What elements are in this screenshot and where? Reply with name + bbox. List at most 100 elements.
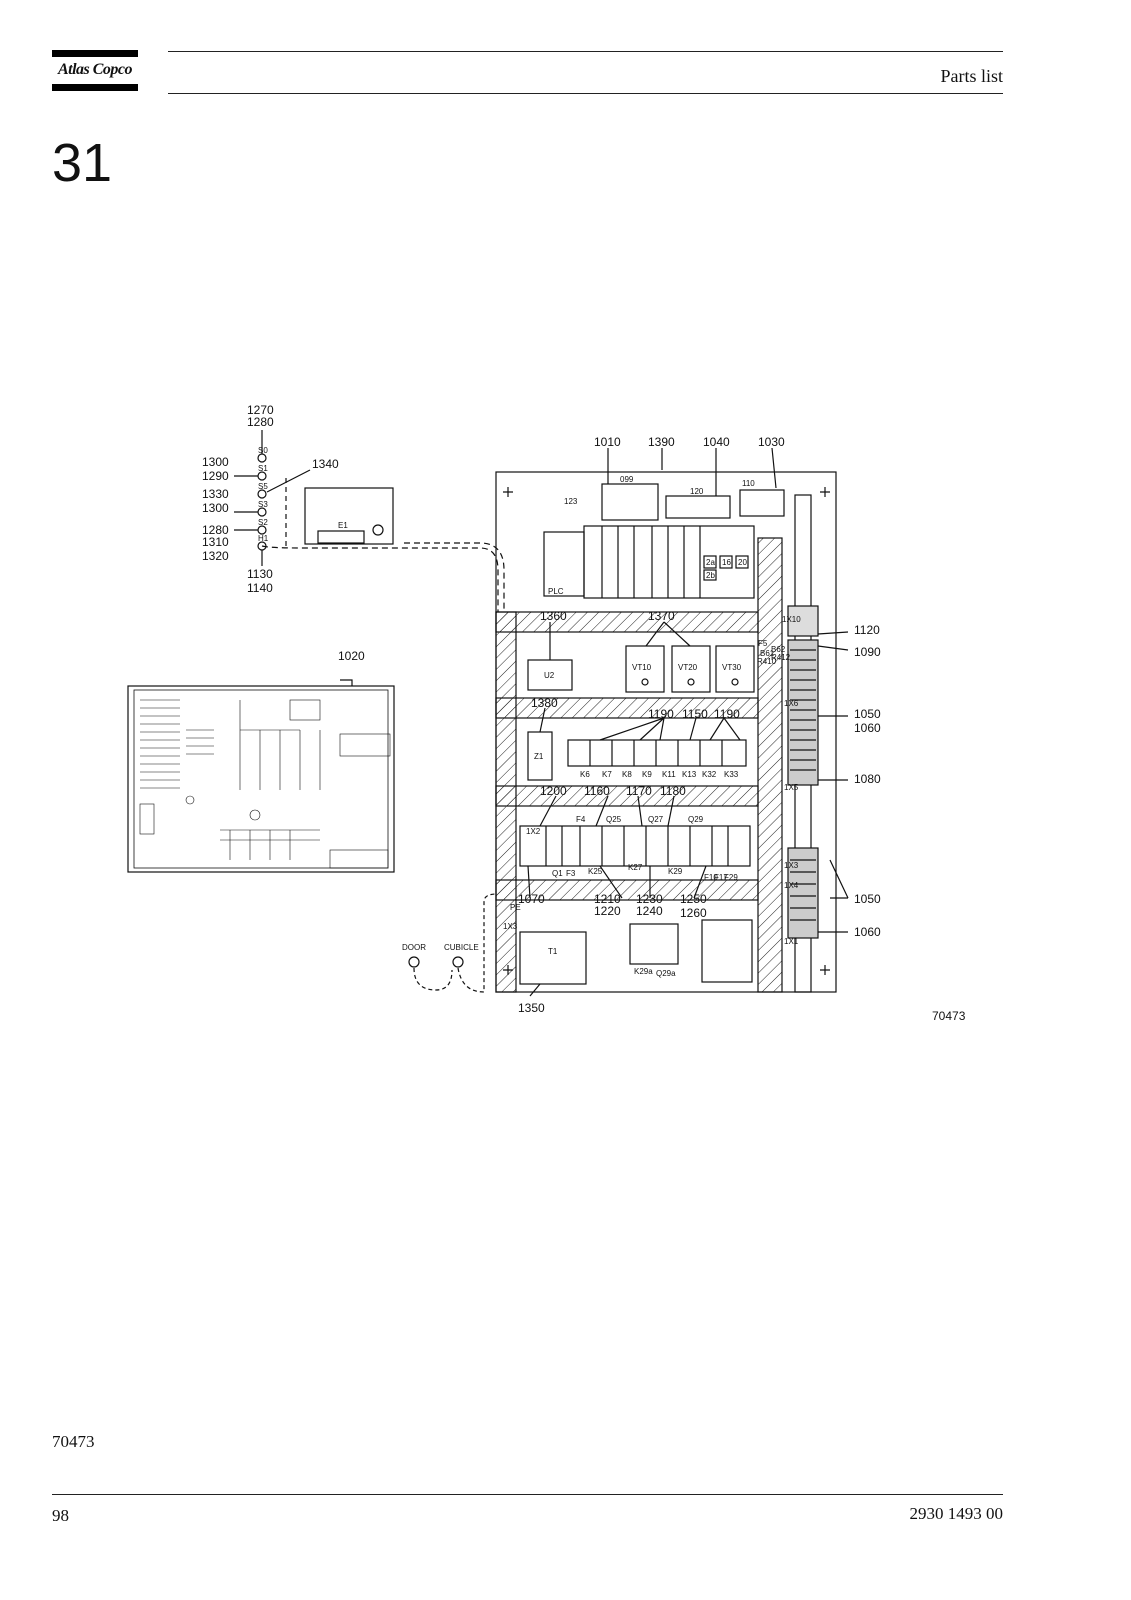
callout-1050: 1050 <box>854 707 881 721</box>
footer-drawing-ref: 70473 <box>52 1432 95 1451</box>
callout-1190-b: 1190 <box>714 707 740 721</box>
label-k32: K32 <box>702 770 717 779</box>
callout-1310: 1310 <box>202 535 229 549</box>
module-vt30 <box>715 645 755 693</box>
box-1260 <box>701 919 753 983</box>
callout-1120: 1120 <box>854 623 880 637</box>
label-cubicle: CUBICLE <box>444 943 479 952</box>
label-k29: K29 <box>668 867 683 876</box>
cable-duct-right <box>757 537 783 993</box>
callout-1210: 1210 <box>594 892 621 906</box>
door-lamp-housing <box>304 487 394 545</box>
callout-1250: 1250 <box>680 892 707 906</box>
label-f4: F4 <box>576 815 586 824</box>
callout-1230: 1230 <box>636 892 663 906</box>
label-s5: S5 <box>258 482 268 491</box>
callout-1130: 1130 <box>247 567 273 581</box>
callout-1090: 1090 <box>854 645 881 659</box>
label-s0: S0 <box>258 446 268 455</box>
callout-1390: 1390 <box>648 435 675 449</box>
label-1x2: 1X2 <box>526 827 541 836</box>
callout-1190: 1190 <box>648 707 674 721</box>
label-1x6: 1X6 <box>784 699 799 708</box>
label-k33: K33 <box>724 770 739 779</box>
label-120: 120 <box>690 487 704 496</box>
label-e1: E1 <box>338 521 348 530</box>
label-16: 16 <box>722 558 731 567</box>
label-2b: 2b <box>706 571 715 580</box>
label-f5: F5 <box>758 639 768 648</box>
callout-1050-b: 1050 <box>854 892 881 906</box>
label-b62: B62 <box>771 645 786 654</box>
label-q25: Q25 <box>606 815 622 824</box>
module-110 <box>739 489 785 517</box>
terminal-block-1x4 <box>787 847 819 939</box>
label-1x1: 1X1 <box>784 937 799 946</box>
module-vt20 <box>671 645 711 693</box>
cable-duct-1 <box>495 611 759 633</box>
label-099: 099 <box>620 475 634 484</box>
label-k11: K11 <box>662 770 676 779</box>
label-b61: B61 <box>760 649 775 658</box>
header-top-rule <box>168 51 1003 52</box>
label-k6: K6 <box>580 770 590 779</box>
label-1x4: 1X4 <box>784 881 799 890</box>
callout-1280: 1280 <box>247 415 274 429</box>
label-vt20: VT20 <box>678 663 698 672</box>
label-110: 110 <box>742 479 755 488</box>
label-t1: T1 <box>548 947 558 956</box>
callout-1320: 1320 <box>202 549 229 563</box>
callout-1240: 1240 <box>636 904 663 918</box>
callout-1340: 1340 <box>312 457 339 471</box>
label-f10: F10 <box>704 873 718 882</box>
relay-strip <box>567 739 747 767</box>
callout-1010: 1010 <box>594 435 621 449</box>
label-k7: K7 <box>602 770 612 779</box>
callout-1220: 1220 <box>594 904 621 918</box>
label-s1: S1 <box>258 464 268 473</box>
callout-1040: 1040 <box>703 435 730 449</box>
callout-1060: 1060 <box>854 721 881 735</box>
contactor-row <box>519 825 751 867</box>
label-k29a: K29a <box>634 967 653 976</box>
label-vt30: VT30 <box>722 663 742 672</box>
header-bottom-rule <box>168 93 1003 94</box>
label-r410: R410 <box>757 657 777 666</box>
label-1x10: 1X10 <box>782 615 801 624</box>
label-r412: R412 <box>771 653 791 662</box>
callout-1350: 1350 <box>518 1001 545 1015</box>
callout-1160: 1160 <box>584 784 610 798</box>
label-door: DOOR <box>402 943 426 952</box>
callout-1140: 1140 <box>247 581 273 595</box>
label-s2: S2 <box>258 518 268 527</box>
callout-1030: 1030 <box>758 435 785 449</box>
section-title: Parts list <box>940 66 1003 86</box>
label-h1: H1 <box>258 534 269 543</box>
label-pe: PE <box>510 903 521 912</box>
callout-1080: 1080 <box>854 772 881 786</box>
label-k27: K27 <box>628 863 643 872</box>
door-earth-symbol <box>408 956 420 968</box>
label-f3: F3 <box>566 869 576 878</box>
label-q29: Q29 <box>688 815 704 824</box>
callout-1290: 1290 <box>202 469 229 483</box>
label-plc: PLC <box>548 587 564 596</box>
label-s3: S3 <box>258 500 268 509</box>
terminal-block-1x6 <box>787 639 819 786</box>
label-vt10: VT10 <box>632 663 652 672</box>
label-z1: Z1 <box>534 752 544 761</box>
callout-1060-b: 1060 <box>854 925 881 939</box>
callout-1300: 1300 <box>202 455 229 469</box>
label-f17: F17 <box>714 873 728 882</box>
label-q1: Q1 <box>552 869 563 878</box>
callout-1380: 1380 <box>531 696 558 710</box>
callout-1170: 1170 <box>626 784 652 798</box>
logo-text: Atlas Copco <box>57 61 133 78</box>
module-099 <box>601 483 659 521</box>
plc-rack <box>583 525 755 599</box>
label-k8: K8 <box>622 770 632 779</box>
cable-duct-left <box>495 611 517 993</box>
label-k9: K9 <box>642 770 652 779</box>
label-u2: U2 <box>544 671 555 680</box>
